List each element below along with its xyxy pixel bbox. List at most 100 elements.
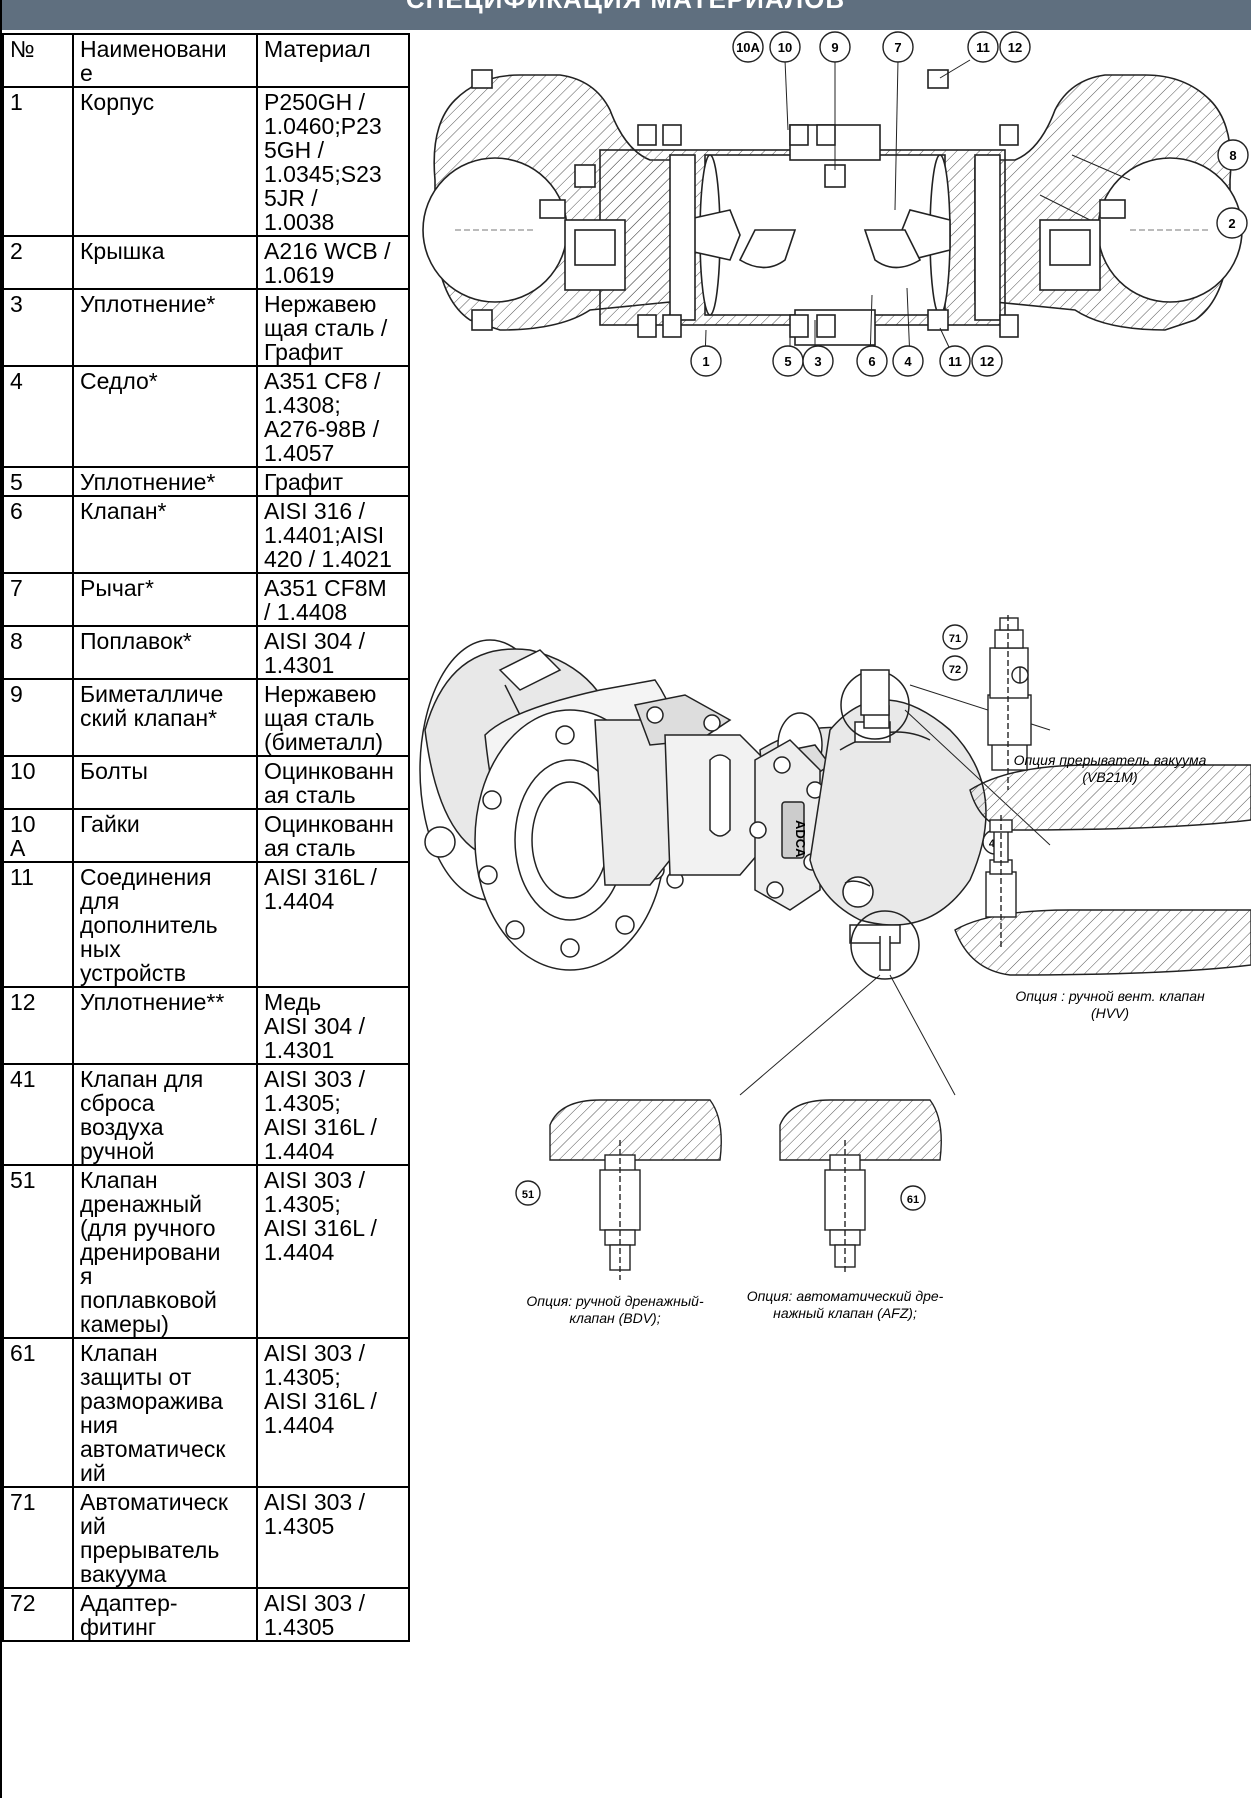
callout-5: 5 xyxy=(772,345,804,377)
callout-10A: 10A xyxy=(732,31,764,63)
column-header-name: Наименовани е xyxy=(72,33,258,88)
cell-name: Рычаг* xyxy=(72,572,258,627)
option-bdv-drawing xyxy=(549,1099,722,1280)
callout-leaders xyxy=(704,59,1131,361)
cell-material: AISI 316 / 1.4401;AISI 420 / 1.4021 xyxy=(256,495,410,574)
cell-number: 41 xyxy=(2,1063,74,1166)
cell-name: Уплотнение* xyxy=(72,466,258,497)
technical-drawing: 10A10971112821536411127172415161 xyxy=(410,30,1251,1798)
callout-label: 12 xyxy=(980,354,994,369)
caption-vb21m: Опция прерыватель вакуума (VB21M) xyxy=(1013,752,1207,785)
cell-number: 72 xyxy=(2,1587,74,1642)
cell-material: Оцинкованн ая сталь xyxy=(256,755,410,810)
callout-51: 51 xyxy=(515,1180,541,1206)
callout-1: 1 xyxy=(690,345,722,377)
cell-number: 71 xyxy=(2,1486,74,1589)
callout-label: 5 xyxy=(784,354,791,369)
option-hvv-drawing xyxy=(954,815,1251,976)
cell-number: 7 xyxy=(2,572,74,627)
cell-material: A351 CF8 / 1.4308; A276-98B / 1.4057 xyxy=(256,365,410,468)
callout-9: 9 xyxy=(819,31,851,63)
cell-material: A351 CF8M / 1.4408 xyxy=(256,572,410,627)
cell-number: 5 xyxy=(2,466,74,497)
callout-3: 3 xyxy=(802,345,834,377)
callout-label: 51 xyxy=(522,1189,534,1201)
cell-name: Автоматическ ий прерыватель вакуума xyxy=(72,1486,258,1589)
cell-material: AISI 303 / 1.4305 xyxy=(256,1486,410,1589)
callout-61: 61 xyxy=(900,1185,926,1211)
callout-71: 71 xyxy=(942,624,968,650)
callout-label: 4 xyxy=(904,354,912,369)
cell-material: Нержавею щая сталь / Графит xyxy=(256,288,410,367)
callout-label: 9 xyxy=(831,40,838,55)
cell-number: 61 xyxy=(2,1337,74,1488)
cell-name: Уплотнение* xyxy=(72,288,258,367)
column-header-material: Материал xyxy=(256,33,410,88)
cell-number: 51 xyxy=(2,1164,74,1339)
callout-label: 71 xyxy=(949,633,961,645)
cell-number: 12 xyxy=(2,986,74,1065)
callout-11: 11 xyxy=(967,31,999,63)
cell-number: 10 xyxy=(2,755,74,810)
cell-material: A216 WCB / 1.0619 xyxy=(256,235,410,290)
callout-label: 10 xyxy=(778,40,792,55)
section-title: СПЕЦИФИКАЦИЯ МАТЕРИАЛОВ xyxy=(406,0,845,14)
callout-10: 10 xyxy=(769,31,801,63)
cell-number: 9 xyxy=(2,678,74,757)
callout-label: 1 xyxy=(702,354,709,369)
cell-material: Оцинкованн ая сталь xyxy=(256,808,410,863)
caption-hvv: Опция : ручной вент. клапан (HVV) xyxy=(1015,988,1205,1021)
cell-name: Клапан* xyxy=(72,495,258,574)
callout-4: 4 xyxy=(892,345,924,377)
cell-name: Корпус xyxy=(72,86,258,237)
option-vb21m-drawing xyxy=(969,615,1251,831)
cell-name: Биметалличе ский клапан* xyxy=(72,678,258,757)
column-header-number: № xyxy=(2,33,74,88)
table-header-row: № Наименовани е Материал xyxy=(2,33,410,88)
callout-7: 7 xyxy=(882,31,914,63)
adca-logo: ADCA xyxy=(793,820,808,858)
callout-label: 11 xyxy=(948,354,962,369)
callout-label: 6 xyxy=(868,354,875,369)
callout-12: 12 xyxy=(999,31,1031,63)
callout-12: 12 xyxy=(971,345,1003,377)
callout-8: 8 xyxy=(1217,139,1249,171)
cell-material: AISI 303 / 1.4305; AISI 316L / 1.4404 xyxy=(256,1164,410,1339)
cell-name: Уплотнение** xyxy=(72,986,258,1065)
callout-11: 11 xyxy=(939,345,971,377)
callout-label: 8 xyxy=(1229,148,1236,163)
cell-name: Клапан защиты от разморажива ния автомат… xyxy=(72,1337,258,1488)
section-view-drawing xyxy=(422,69,1243,346)
section-header: СПЕЦИФИКАЦИЯ МАТЕРИАЛОВ xyxy=(0,0,1251,30)
caption-afz: Опция: автоматический дре- нажный клапан… xyxy=(746,1288,944,1321)
cell-name: Гайки xyxy=(72,808,258,863)
cell-name: Адаптер- фитинг xyxy=(72,1587,258,1642)
callout-label: 2 xyxy=(1228,216,1235,231)
callout-label: 11 xyxy=(976,40,990,55)
cell-number: 10 A xyxy=(2,808,74,863)
cell-name: Болты xyxy=(72,755,258,810)
cell-material: Нержавею щая сталь (биметалл) xyxy=(256,678,410,757)
cell-name: Седло* xyxy=(72,365,258,468)
cell-number: 6 xyxy=(2,495,74,574)
cell-material: AISI 316L / 1.4404 xyxy=(256,861,410,988)
option-afz-drawing xyxy=(779,1099,942,1275)
callout-6: 6 xyxy=(856,345,888,377)
cell-material: Графит xyxy=(256,466,410,497)
cell-material: Медь AISI 304 / 1.4301 xyxy=(256,986,410,1065)
callout-label: 12 xyxy=(1008,40,1022,55)
